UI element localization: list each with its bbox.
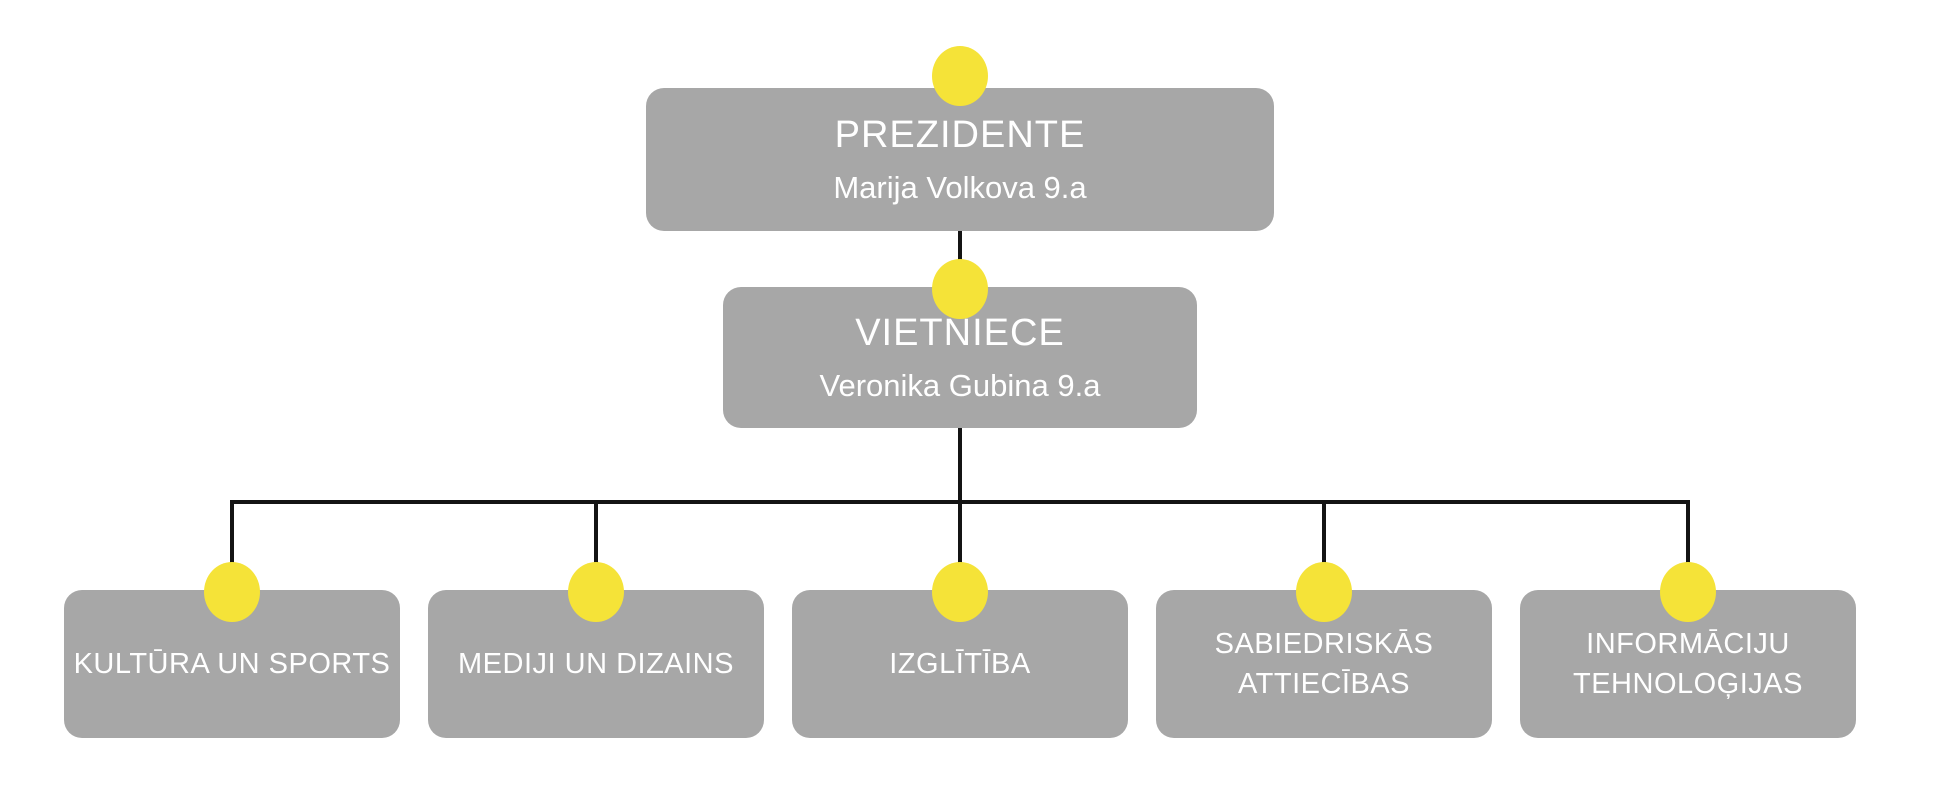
connector-deputy-rake bbox=[958, 427, 962, 594]
connector-drop-4 bbox=[1322, 502, 1326, 592]
connector-dot-icon bbox=[932, 562, 988, 622]
president-name: Marija Volkova 9.a bbox=[833, 169, 1087, 205]
connector-drop-5 bbox=[1686, 502, 1690, 592]
dept-label: SABIEDRISKĀS ATTIECĪBAS bbox=[1214, 628, 1434, 700]
president-title: PREZIDENTE bbox=[834, 113, 1086, 156]
dept-label: INFORMĀCIJU TEHNOLOĢIJAS bbox=[1573, 628, 1803, 700]
connector-dot-icon bbox=[1296, 562, 1352, 622]
deputy-name: Veronika Gubina 9.a bbox=[819, 367, 1101, 403]
connector-drop-2 bbox=[594, 502, 598, 592]
connector-dot-icon bbox=[932, 259, 988, 319]
dept-label: MEDIJI UN DIZAINS bbox=[458, 648, 734, 680]
connector-dot-icon bbox=[568, 562, 624, 622]
dept-label: KULTŪRA UN SPORTS bbox=[73, 648, 391, 680]
dept-label: IZGLĪTĪBA bbox=[889, 648, 1031, 680]
connector-dot-icon bbox=[932, 46, 988, 106]
connector-dot-icon bbox=[204, 562, 260, 622]
connector-rake-bar bbox=[230, 500, 1690, 504]
connector-dot-icon bbox=[1660, 562, 1716, 622]
node-president: PREZIDENTE Marija Volkova 9.a bbox=[646, 88, 1274, 231]
connector-drop-1 bbox=[230, 502, 234, 592]
